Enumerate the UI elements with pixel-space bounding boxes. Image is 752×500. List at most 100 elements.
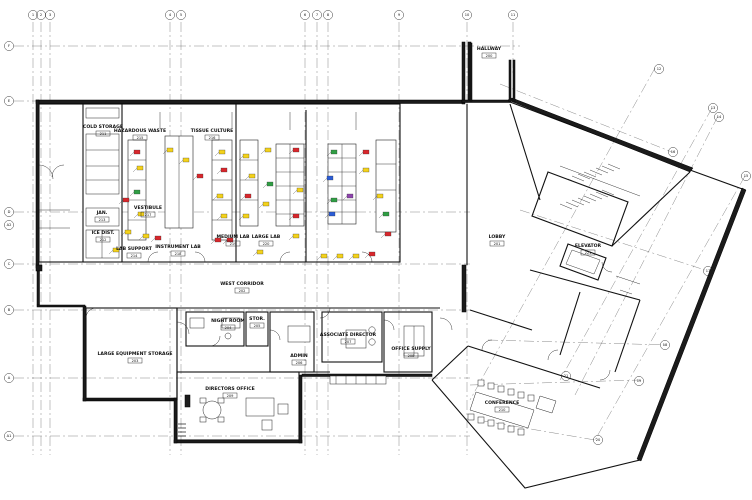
equipment-tag: [330, 197, 338, 203]
svg-text:11: 11: [511, 13, 516, 17]
svg-text:206: 206: [296, 361, 304, 365]
equipment-tag-leader: [260, 149, 266, 155]
svg-text:LARGE LAB: LARGE LAB: [252, 234, 281, 240]
svg-text:7: 7: [316, 13, 318, 17]
svg-text:DIRECTORS OFFICE: DIRECTORS OFFICE: [205, 386, 254, 392]
svg-text:5: 5: [180, 13, 182, 17]
equipment-tag: [292, 147, 300, 153]
equipment-tag-leader: [162, 149, 168, 155]
equipment-tag: [196, 173, 204, 179]
svg-text:TISSUE CULTURE: TISSUE CULTURE: [191, 128, 234, 134]
equipment-tag: [362, 167, 370, 173]
svg-text:ICE DIST.: ICE DIST.: [92, 230, 115, 236]
equipment-tag-leader: [138, 235, 144, 241]
svg-text:A2: A2: [7, 223, 12, 227]
room-label-directors-office: DIRECTORS OFFICE 209: [205, 386, 255, 399]
room-label-stor: STOR. 205: [249, 316, 265, 329]
equipment-tag: [320, 253, 328, 259]
grid-bubble: 12: [654, 64, 664, 74]
equipment-tag-leader: [108, 249, 114, 255]
svg-text:221: 221: [585, 251, 592, 255]
equipment-tag: [352, 253, 360, 259]
equipment-tag-leader: [332, 255, 338, 261]
equipment-tag: [296, 187, 304, 193]
equipment-tag: [248, 173, 256, 179]
svg-text:201: 201: [494, 242, 501, 246]
equipment-tag: [326, 175, 334, 181]
svg-text:20: 20: [596, 438, 601, 442]
svg-text:OFFICE SUPPLY: OFFICE SUPPLY: [391, 346, 431, 352]
equipment-tag: [133, 189, 141, 195]
equipment-tag: [266, 181, 274, 187]
equipment-tag-leader: [210, 239, 216, 245]
svg-text:HALLWAY: HALLWAY: [477, 46, 502, 52]
room-label-office-supply: OFFICE SUPPLY 208: [391, 346, 431, 359]
grid-bubble: 20: [593, 435, 603, 445]
svg-text:209: 209: [227, 394, 235, 398]
equipment-tag-leader: [342, 195, 348, 201]
svg-text:JAN.: JAN.: [96, 210, 108, 216]
svg-text:INSTRUMENT LAB: INSTRUMENT LAB: [155, 244, 201, 250]
svg-text:D: D: [8, 210, 11, 214]
equipment-tag-leader: [358, 151, 364, 157]
equipment-tag: [216, 193, 224, 199]
equipment-tag-leader: [216, 215, 222, 221]
svg-text:202: 202: [239, 289, 246, 293]
equipment-tag: [330, 149, 338, 155]
equipment-tag: [244, 193, 252, 199]
equipment-tag: [328, 211, 336, 217]
grid-bubble: 6: [300, 10, 310, 20]
equipment-tag-leader: [348, 255, 354, 261]
equipment-tag-leader: [258, 203, 264, 209]
equipment-tag-leader: [192, 175, 198, 181]
svg-text:3: 3: [49, 13, 51, 17]
svg-text:HAZARDOUS WASTE: HAZARDOUS WASTE: [114, 128, 166, 134]
grid-bubble: D: [4, 207, 14, 217]
equipment-tag: [220, 167, 228, 173]
equipment-tag-leader: [358, 169, 364, 175]
equipment-tag-leader: [324, 213, 330, 219]
equipment-tag-leader: [316, 255, 322, 261]
equipment-tag-leader: [372, 195, 378, 201]
room-label-lobby: LOBBY 201: [489, 234, 506, 247]
grid-lines: [14, 22, 746, 455]
grid-bubble: A: [4, 373, 14, 383]
svg-text:219: 219: [230, 242, 238, 246]
svg-text:4: 4: [169, 13, 172, 17]
equipment-tag: [218, 149, 226, 155]
room-label-large-lab: LARGE LAB 220: [252, 234, 281, 247]
svg-text:CONFERENCE: CONFERENCE: [485, 400, 519, 406]
equipment-tag: [292, 233, 300, 239]
svg-text:207: 207: [345, 340, 352, 344]
equipment-tag-leader: [244, 175, 250, 181]
grid-bubble: 8: [323, 10, 333, 20]
svg-text:ASSOCIATE DIRECTOR: ASSOCIATE DIRECTOR: [320, 332, 377, 338]
equipment-tag: [368, 251, 376, 257]
equipment-tag: [122, 197, 130, 203]
room-label-hazardous-waste: HAZARDOUS WASTE 215: [114, 128, 166, 141]
svg-text:17: 17: [706, 269, 711, 273]
equipment-tag-leader: [322, 177, 328, 183]
svg-text:203: 203: [132, 359, 139, 363]
room-label-night-room: NIGHT ROOM 204: [211, 318, 245, 331]
room-label-tissue-culture: TISSUE CULTURE 216: [191, 128, 234, 141]
equipment-tags: [108, 147, 392, 261]
svg-text:LAB SUPPORT: LAB SUPPORT: [116, 246, 153, 252]
room-label-instrument-lab: INSTRUMENT LAB 218: [155, 244, 201, 257]
svg-text:ADMIN: ADMIN: [290, 353, 308, 359]
svg-text:220: 220: [263, 242, 271, 246]
svg-text:9: 9: [398, 13, 401, 17]
grid-bubble: F: [4, 41, 14, 51]
grid-bubble: 3: [45, 10, 55, 20]
svg-text:12: 12: [657, 67, 662, 71]
svg-text:LOBBY: LOBBY: [489, 234, 506, 240]
equipment-tag-leader: [129, 151, 135, 157]
svg-text:E: E: [8, 99, 11, 103]
equipment-tag-leader: [132, 167, 138, 173]
equipment-tag-leader: [178, 159, 184, 165]
equipment-tag: [264, 147, 272, 153]
svg-text:13: 13: [711, 106, 716, 110]
equipment-tag-leader: [118, 199, 124, 205]
grid-bubble: 18: [660, 340, 670, 350]
equipment-tag-leader: [378, 213, 384, 219]
